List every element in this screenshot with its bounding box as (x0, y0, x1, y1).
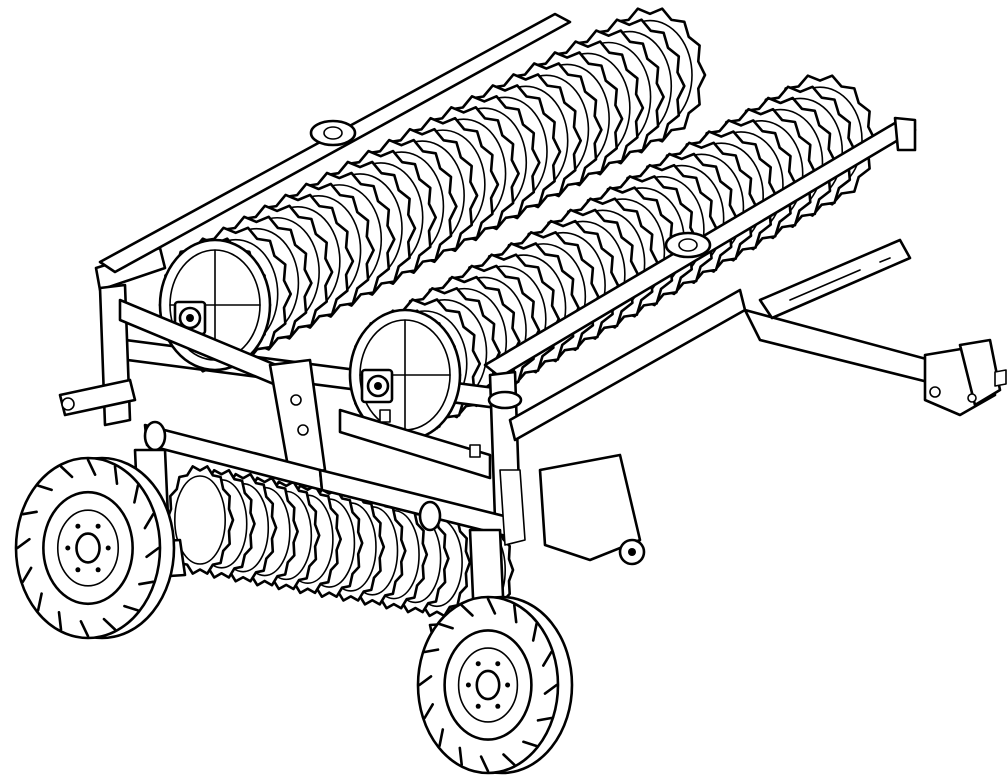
left-frame-leg (58, 283, 302, 427)
right-wheel (416, 595, 574, 775)
drawbar (743, 238, 942, 387)
left-wheel-rim (42, 490, 134, 606)
hitch-coupler (923, 338, 1007, 417)
front-roller-end-disc (348, 308, 462, 442)
right-wheel-rim (443, 629, 533, 741)
left-wheel (14, 456, 176, 640)
right-gusset (538, 453, 642, 562)
